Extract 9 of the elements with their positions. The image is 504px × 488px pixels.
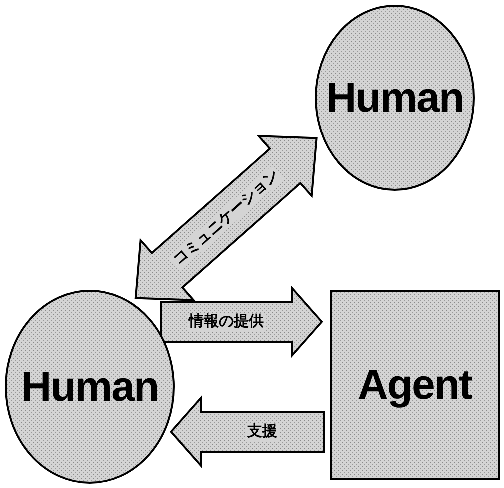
- edge-label: 情報の提供: [187, 313, 266, 331]
- ellipse-node: [5, 290, 175, 484]
- node-label: Human: [21, 363, 159, 411]
- node-label: Agent: [358, 361, 472, 409]
- rectangle-node: [330, 290, 500, 480]
- edge-label: 支援: [246, 423, 280, 441]
- block-arrow: [170, 395, 325, 469]
- node-label: Human: [326, 74, 464, 122]
- ellipse-node: [315, 5, 475, 191]
